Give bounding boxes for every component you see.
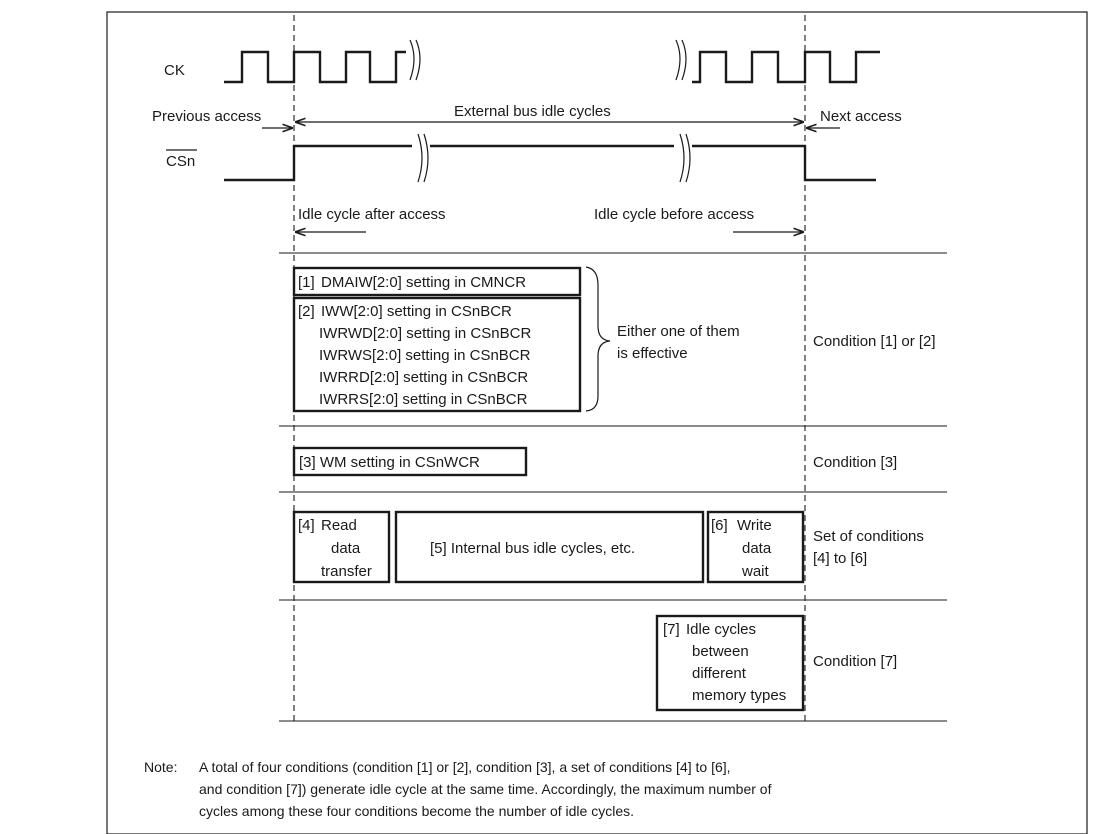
- condition-1-or-2-label: Condition [1] or [2]: [813, 333, 936, 350]
- conditions-4-6-label-line-2: [4] to [6]: [813, 550, 867, 567]
- csn-waveform-left: [224, 144, 412, 182]
- condition-3-label: Condition [3]: [813, 454, 897, 471]
- condition-4-line-3: transfer: [321, 563, 372, 580]
- ck-waveform-left: [224, 50, 406, 84]
- condition-4-line-1: Read: [321, 517, 357, 534]
- condition-2-line-1: IWW[2:0] setting in CSnBCR: [321, 303, 512, 320]
- condition-1-label: [1]: [298, 274, 315, 291]
- condition-4-label: [4]: [298, 517, 315, 534]
- idle-before-access-label: Idle cycle before access: [594, 206, 754, 223]
- condition-7-line-2: between: [692, 643, 749, 660]
- either-brace: [585, 266, 611, 412]
- note-label: Note:: [144, 759, 177, 775]
- previous-access-label: Previous access: [152, 108, 261, 125]
- condition-7-box: [655, 614, 805, 712]
- diagram-frame: [106, 11, 1088, 834]
- condition-7-line-3: different: [692, 665, 747, 682]
- condition-6-box: [706, 510, 805, 584]
- condition-2-line-4: IWRRD[2:0] setting in CSnBCR: [319, 369, 528, 386]
- csn-waveform-right: [692, 144, 876, 182]
- note-line-3: cycles among these four conditions becom…: [199, 803, 634, 819]
- idle-after-access-label: Idle cycle after access: [298, 206, 446, 223]
- ck-break-left: [409, 39, 421, 81]
- csn-break-right: [679, 133, 691, 183]
- condition-5-box: [394, 510, 705, 584]
- conditions-4-6-label-line-1: Set of conditions: [813, 528, 924, 545]
- condition-6-line-3: wait: [741, 563, 770, 580]
- ck-break-right: [675, 39, 687, 81]
- condition-2-box: [292, 296, 582, 413]
- note-line-2: and condition [7]) generate idle cycle a…: [199, 781, 772, 797]
- next-access-label: Next access: [820, 108, 902, 125]
- condition-7-line-4: memory types: [692, 687, 786, 704]
- note-line-1: A total of four conditions (condition [1…: [199, 759, 731, 775]
- condition-7-line-1: Idle cycles: [686, 621, 756, 638]
- condition-7-label: [7]: [663, 621, 680, 638]
- condition-6-line-2: data: [742, 540, 772, 557]
- condition-7-group-label: Condition [7]: [813, 653, 897, 670]
- condition-4-line-2: data: [331, 540, 361, 557]
- condition-1-text: DMAIW[2:0] setting in CMNCR: [321, 274, 526, 291]
- ck-label: CK: [164, 62, 185, 79]
- external-bus-idle-label: External bus idle cycles: [454, 103, 611, 120]
- condition-6-line-1: Write: [737, 517, 772, 534]
- csn-break-left: [417, 133, 429, 183]
- either-text-line-2: is effective: [617, 345, 688, 362]
- condition-3-text: [3] WM setting in CSnWCR: [299, 454, 480, 471]
- either-text-line-1: Either one of them: [617, 323, 740, 340]
- condition-2-line-2: IWRWD[2:0] setting in CSnBCR: [319, 325, 531, 342]
- condition-1-box: [292, 266, 582, 297]
- condition-2-line-3: IWRWS[2:0] setting in CSnBCR: [319, 347, 531, 364]
- condition-3-box: [292, 446, 528, 477]
- ck-waveform-right: [692, 50, 880, 84]
- condition-6-label: [6]: [711, 517, 728, 534]
- condition-4-box: [292, 510, 391, 584]
- condition-5-text: [5] Internal bus idle cycles, etc.: [430, 540, 635, 557]
- condition-2-label: [2]: [298, 303, 315, 320]
- csn-label: CSn: [166, 153, 195, 170]
- condition-2-line-5: IWRRS[2:0] setting in CSnBCR: [319, 391, 528, 408]
